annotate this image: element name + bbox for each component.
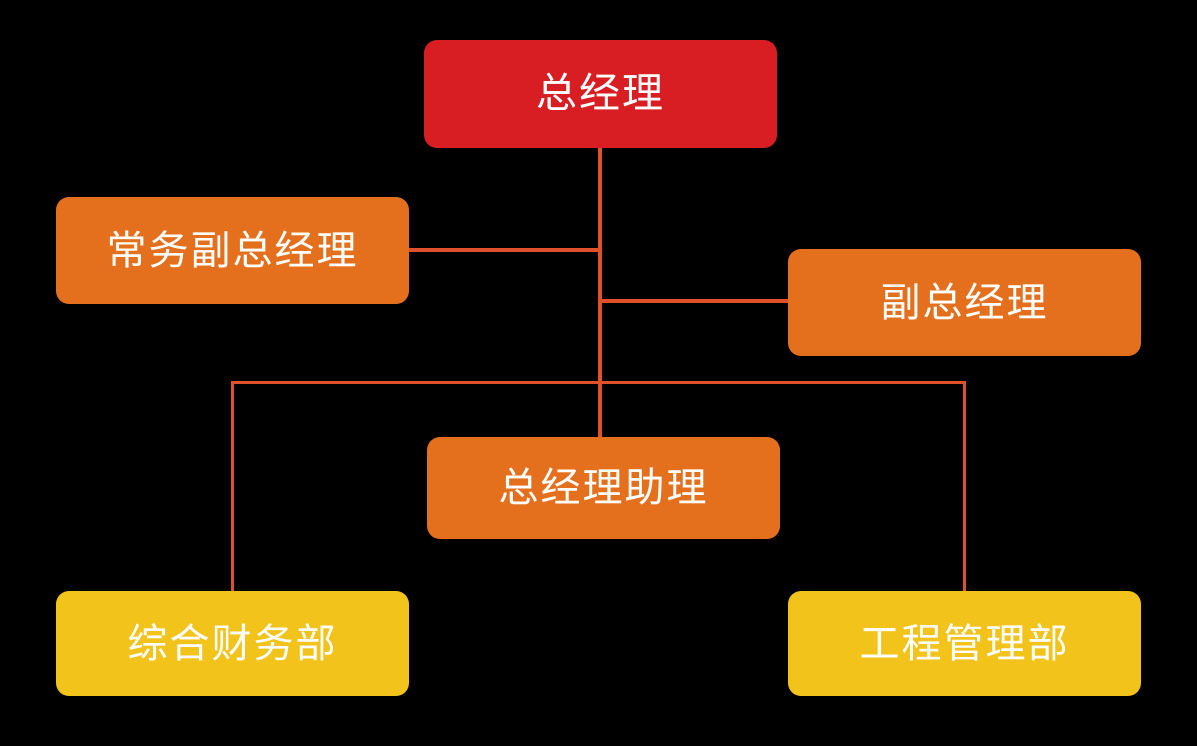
node-general-manager-label: 总经理 (536, 70, 665, 117)
connector-branch-dgm (598, 299, 793, 303)
node-general-manager-assistant[interactable]: 总经理助理 (427, 437, 780, 539)
connector-drop-finance (231, 381, 234, 593)
connector-trunk-vertical (598, 147, 602, 384)
connector-drop-engineering (963, 381, 966, 593)
node-comprehensive-finance-department[interactable]: 综合财务部 (56, 591, 409, 696)
node-executive-deputy-general-manager-label: 常务副总经理 (106, 228, 359, 273)
node-general-manager-assistant-label: 总经理助理 (498, 466, 709, 510)
node-deputy-general-manager[interactable]: 副总经理 (788, 249, 1141, 356)
node-engineering-management-department-label: 工程管理部 (859, 621, 1070, 666)
node-engineering-management-department[interactable]: 工程管理部 (788, 591, 1141, 696)
connector-drop-gm-assistant (598, 381, 602, 439)
node-executive-deputy-general-manager[interactable]: 常务副总经理 (56, 197, 409, 304)
node-deputy-general-manager-label: 副总经理 (880, 280, 1049, 325)
node-general-manager[interactable]: 总经理 (424, 40, 777, 148)
node-comprehensive-finance-department-label: 综合财务部 (127, 621, 338, 666)
connector-branch-exec-dgm (404, 248, 602, 252)
